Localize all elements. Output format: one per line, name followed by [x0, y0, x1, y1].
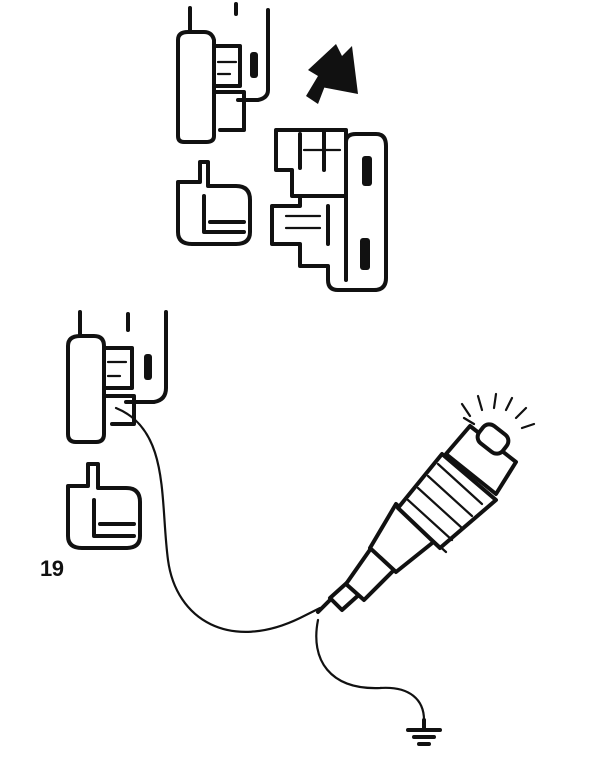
step-number: 19	[40, 556, 64, 581]
blade-fuse-removed	[270, 128, 388, 292]
light-rays-icon	[460, 392, 536, 430]
ground-wire	[315, 618, 426, 722]
fuse-terminal-upper-left	[176, 30, 216, 144]
fuse-terminal-upper-mid	[212, 44, 242, 88]
test-lamp-probe	[316, 422, 518, 614]
push-arrow-icon	[306, 44, 358, 104]
fuse-terminal-lower-mid	[102, 346, 134, 390]
ground-symbol-icon	[406, 718, 442, 746]
fuse-socket-lower	[66, 462, 142, 550]
fuse-terminal-lower-left	[66, 334, 106, 444]
test-lead-wire	[114, 406, 322, 633]
fuse-box-lower	[66, 310, 168, 550]
fuse-box-upper	[176, 2, 270, 246]
